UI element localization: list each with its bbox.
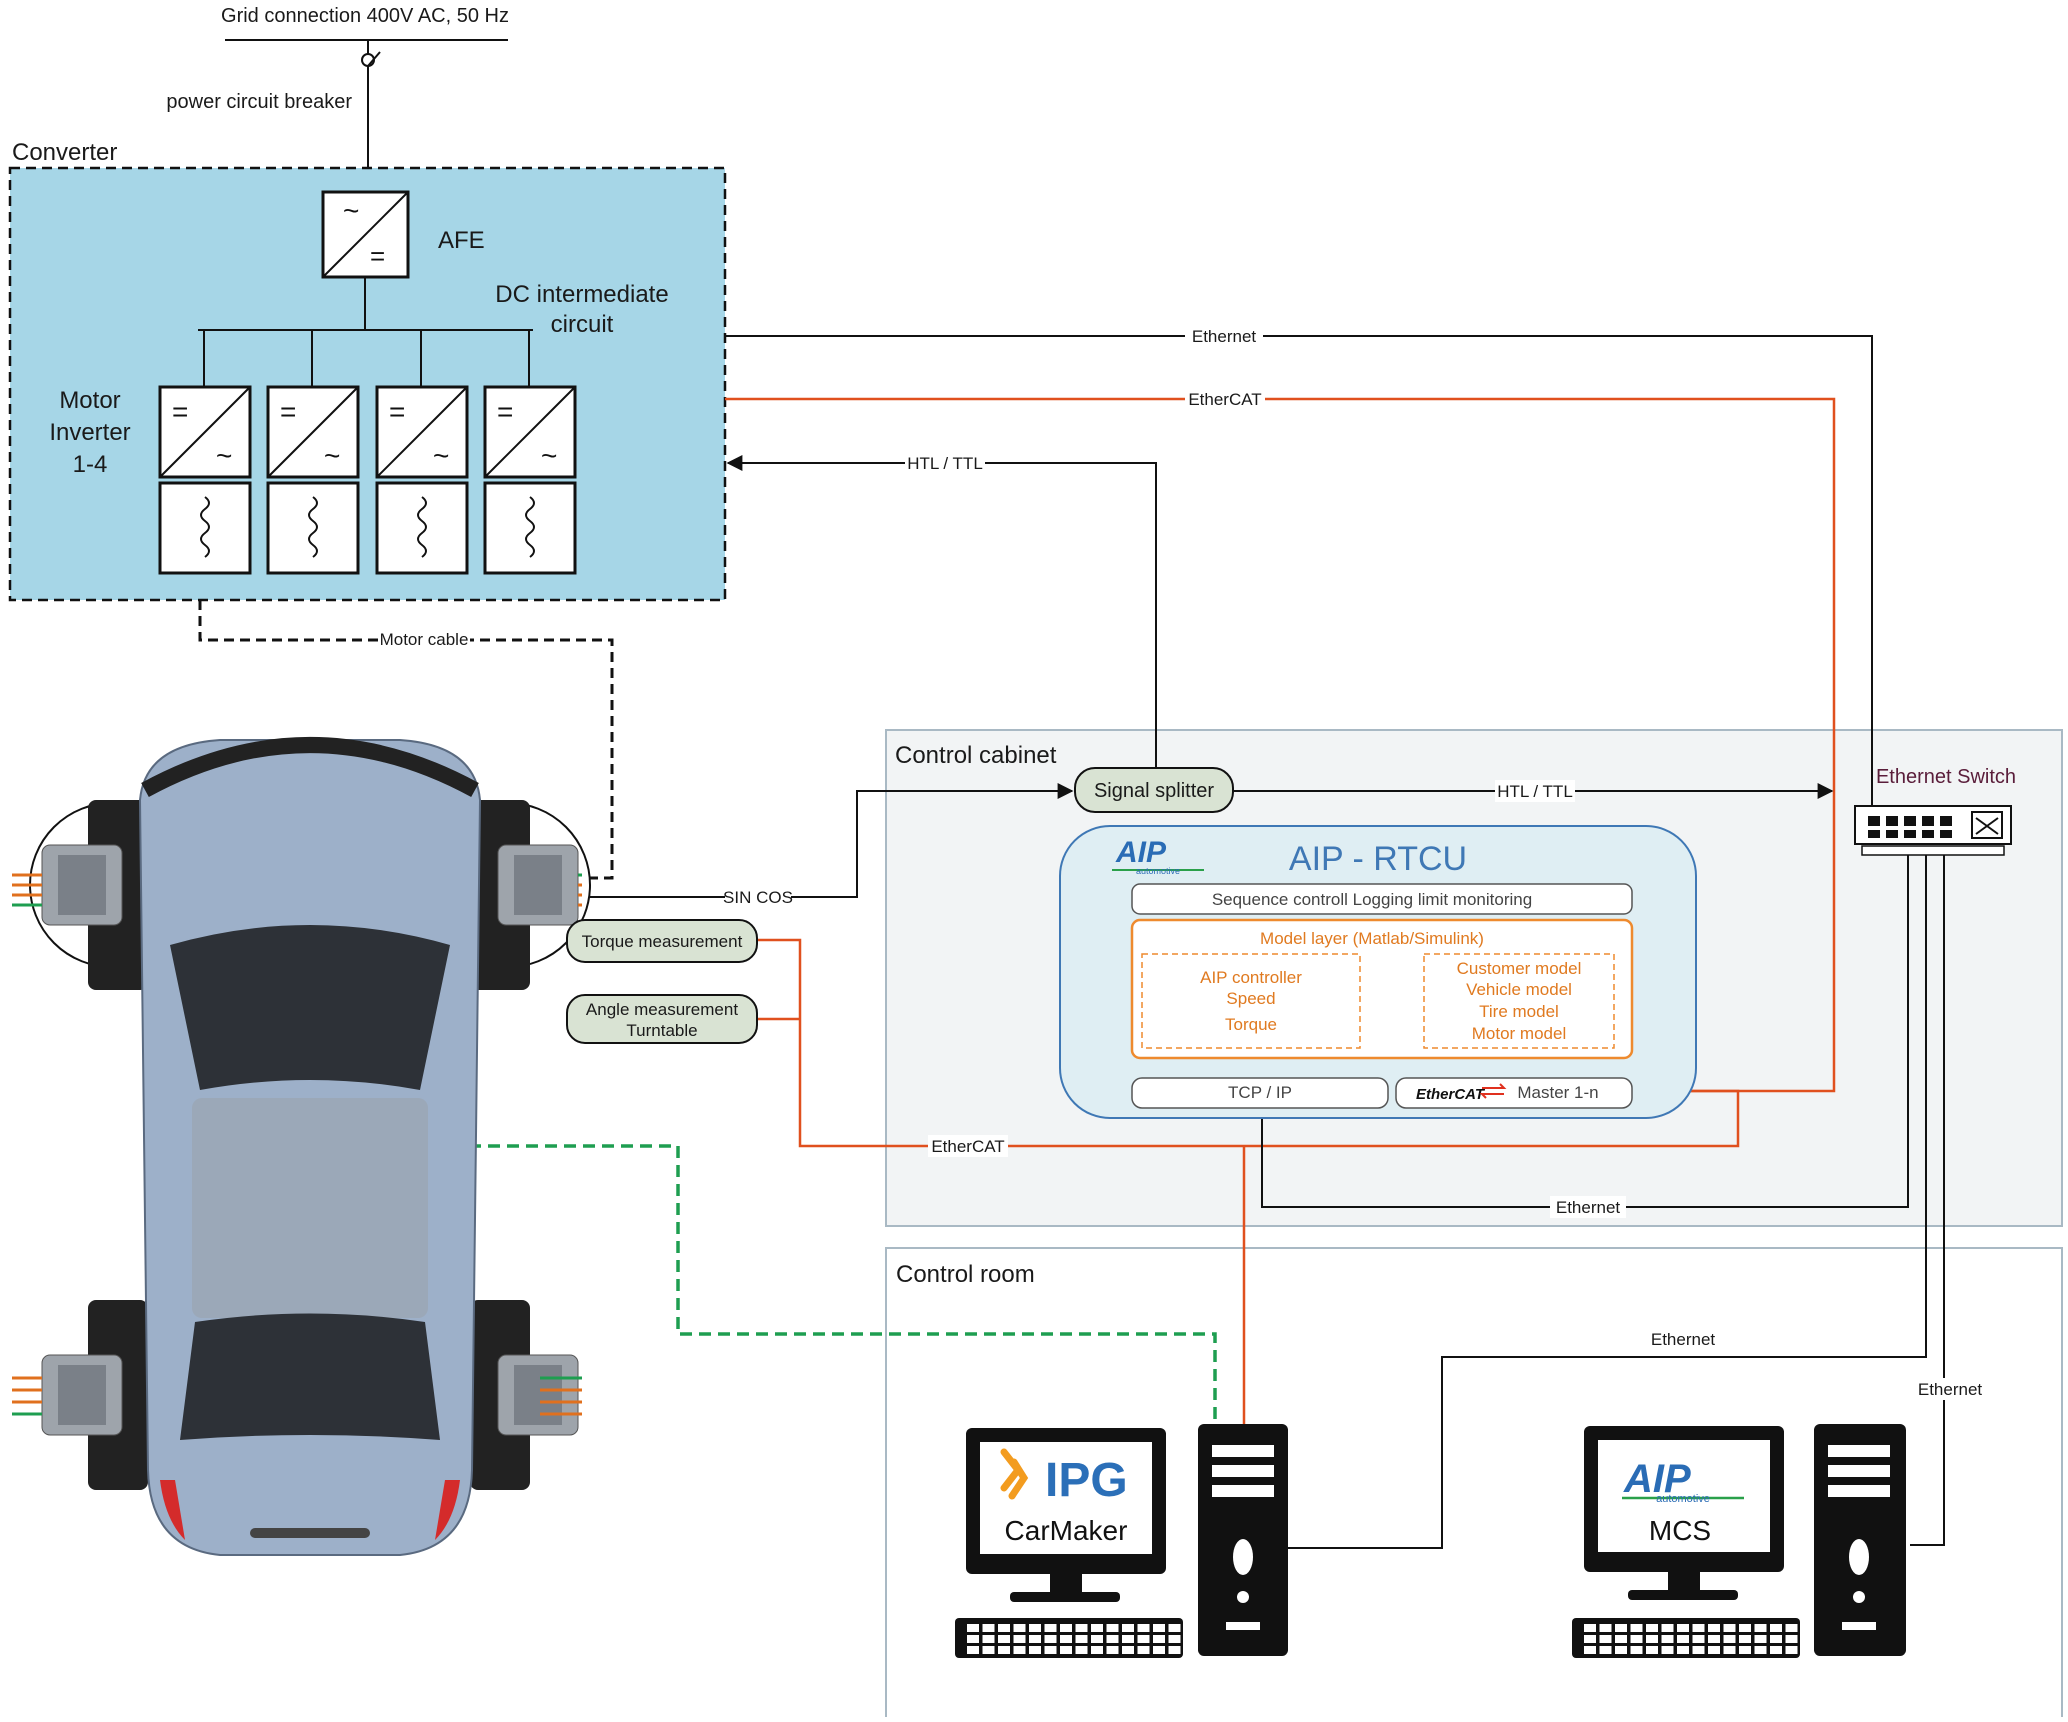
ethernet-label-room1: Ethernet [1651,1330,1716,1349]
angle-measurement-label-2: Turntable [626,1021,697,1040]
tire-model-label: Tire model [1479,1002,1559,1021]
breaker-switch-icon [367,51,381,67]
control-room-frame [885,1247,2063,1717]
ipg-logo-text: IPG [1045,1454,1128,1507]
torque-measurement-label: Torque measurement [582,932,743,951]
customer-model-box [1423,953,1615,1049]
ethernet-line-room2 [1910,850,1945,1546]
control-cabinet-title: Control cabinet [895,742,1057,769]
dc-circuit-label-1: DC intermediate [495,281,668,308]
master-label: Master 1-n [1517,1083,1598,1102]
car-windshield [170,925,450,1090]
sincos-line [560,783,1074,898]
mcs-label: MCS [1649,1515,1711,1546]
inverter-label-2: Inverter [49,419,130,446]
motor-rear-right-icon [497,1354,582,1436]
ethernet-switch-icon [1854,805,2012,856]
carmaker-workstation: IPG CarMaker [955,1424,1288,1658]
mcs-logo-subtext: automotive [1656,1493,1710,1505]
aip-torque-label: Torque [1225,1015,1277,1034]
sincos-label: SIN COS [723,888,793,907]
vehicle-top-view [12,737,591,1556]
ethernet-label-top: Ethernet [1192,327,1257,346]
ethercat-label-bottom: EtherCAT [931,1137,1004,1156]
svg-text:~: ~ [541,440,557,471]
grid-connection: Grid connection 400V AC, 50 Hz power cir… [166,5,509,190]
ethernet-label-cabinet: Ethernet [1556,1198,1621,1217]
motor-inverter-2: =~ [266,330,360,575]
motor-inverter-3: =~ [375,330,469,575]
ethernet-label-room2: Ethernet [1918,1380,1983,1399]
aip-logo-text: AIP [1115,836,1167,869]
aip-speed-label: Speed [1226,989,1275,1008]
inverter-label-3: 1-4 [73,451,108,478]
motor-inverter-1: =~ [158,330,252,575]
signal-splitter-label: Signal splitter [1094,780,1214,802]
aip-logo-icon: AIP automotive [1112,836,1204,876]
ethernet-switch-label: Ethernet Switch [1876,766,2016,788]
customer-model-label: Customer model [1457,959,1582,978]
motor-inverter-4: =~ [483,330,577,575]
inverter-label-1: Motor [59,387,120,414]
htl-line-top [726,455,1157,770]
ethercat-master-box [1395,1077,1633,1109]
carmaker-label: CarMaker [1005,1515,1128,1546]
sequence-label: Sequence controll Logging limit monitori… [1212,890,1532,909]
mcs-logo-text: AIP [1623,1457,1691,1501]
breaker-label: power circuit breaker [166,91,352,113]
htl-label-top: HTL / TTL [907,454,983,473]
mcs-workstation: AIP automotive MCS [1572,1424,1906,1658]
vehicle-model-label: Vehicle model [1466,980,1572,999]
aip-controller-label: AIP controller [1200,968,1302,987]
converter-title: Converter [12,139,117,166]
ethercat-logo-icon: EtherCAT [1416,1083,1507,1103]
htl-label-mid: HTL / TTL [1497,782,1573,801]
angle-measurement-label-1: Angle measurement [586,1000,738,1019]
svg-text:~: ~ [433,440,449,471]
rtcu-title: AIP - RTCU [1289,840,1467,878]
car-roof [192,1098,428,1318]
signal-splitter-box [1074,767,1234,813]
torque-measurement-box [566,919,758,963]
svg-text:=: = [389,396,405,427]
car-rear-window [180,1313,440,1440]
model-layer-label: Model layer (Matlab/Simulink) [1260,929,1484,948]
ethercat-label-top: EtherCAT [1188,390,1261,409]
motor-front-right-icon [497,844,582,926]
dc-symbol-icon: = [370,241,385,271]
motor-front-left-icon [12,844,123,926]
ac-symbol-icon: ~ [343,195,359,226]
ethernet-line-room1 [1288,850,1927,1549]
dc-circuit-label-2: circuit [551,311,614,338]
motor-model-label: Motor model [1472,1024,1566,1043]
converter: Converter ~ = AFE DC intermediate circui… [8,139,727,602]
ethercat-line-bottom [758,938,1740,1148]
control-room-title: Control room [896,1261,1035,1288]
afe-label: AFE [438,227,485,254]
ethercat-logo-text: EtherCAT [1416,1086,1486,1103]
tcp-ip-label: TCP / IP [1228,1083,1292,1102]
svg-text:~: ~ [324,440,340,471]
ethernet-line-top [725,335,1873,810]
svg-text:=: = [280,396,296,427]
angle-measurement-box [566,994,758,1044]
tcp-ip-box [1131,1077,1389,1109]
aip-logo-subtext: automotive [1136,866,1180,876]
mcs-aip-logo-icon: AIP automotive [1622,1457,1744,1505]
aip-controller-box [1141,953,1361,1049]
green-dashed-link [450,1144,1217,1428]
sequence-box [1131,883,1633,915]
motor-cable-label: Motor cable [380,630,469,649]
grid-title: Grid connection 400V AC, 50 Hz [221,5,509,27]
ipg-logo-icon: IPG [1000,1448,1128,1507]
svg-text:~: ~ [216,440,232,471]
motor-cable-line [198,600,614,880]
svg-text:=: = [172,396,188,427]
svg-text:=: = [497,396,513,427]
motor-rear-left-icon [12,1354,123,1436]
